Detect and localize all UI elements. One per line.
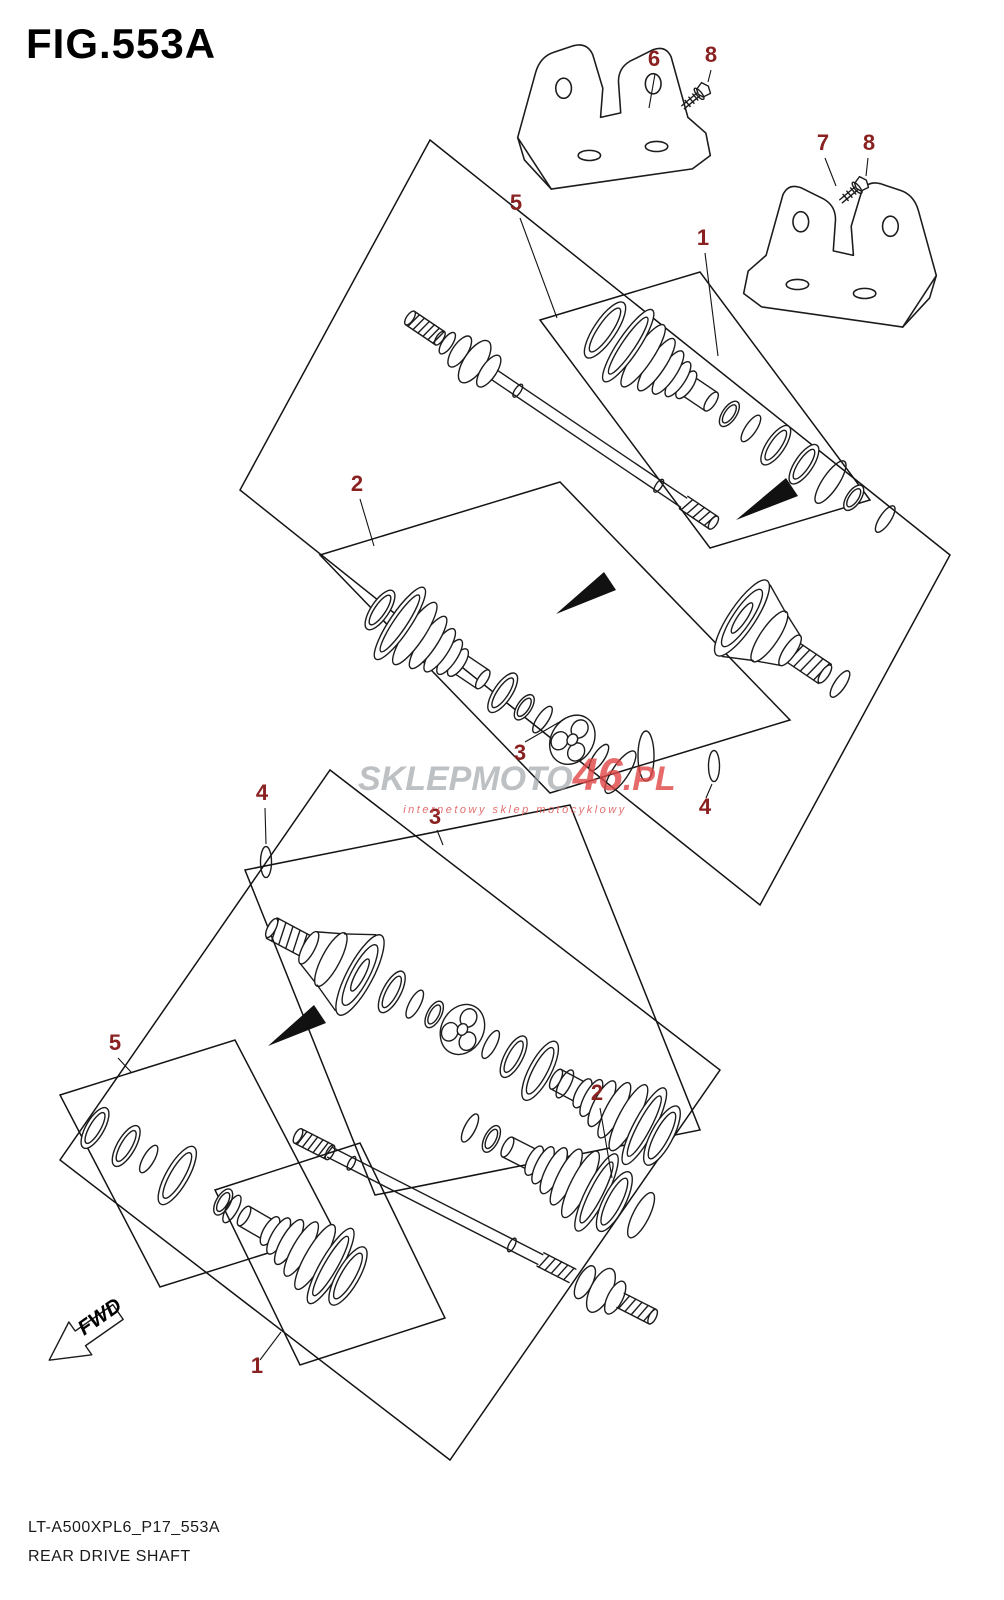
direction-arrow: [268, 1005, 326, 1046]
callout-1b: 1: [251, 1353, 263, 1378]
boot-kit-panel-1-lower: [213, 1142, 447, 1366]
mounting-bracket-7: [742, 182, 938, 328]
footer-part-code: LT-A500XPL6_P17_553A: [28, 1519, 220, 1536]
joint-kit-3-lower: [246, 885, 688, 1171]
callout-4: 4: [699, 794, 712, 819]
callout-3b: 3: [429, 804, 441, 829]
callout-8b: 8: [863, 130, 875, 155]
snap-ring: [457, 1110, 483, 1146]
boot-kit-panel-2-upper: [318, 481, 792, 794]
direction-arrow: [736, 478, 798, 520]
stop-ring: [372, 966, 412, 1018]
callout-4b: 4: [256, 780, 269, 805]
callout-7: 7: [817, 130, 829, 155]
splined-stub: [401, 308, 448, 348]
direction-arrow: [556, 572, 616, 614]
callout-3: 3: [514, 740, 526, 765]
callout-1: 1: [697, 225, 709, 250]
boot-clamp-small: [477, 1122, 505, 1156]
circlip-4: [707, 749, 721, 783]
callout-8: 8: [705, 42, 717, 67]
stop-ring: [106, 1120, 147, 1172]
assembly-box-upper: [239, 138, 951, 907]
leader-lines: [117, 69, 869, 1361]
callout-6: 6: [648, 46, 660, 71]
joint-kit-panel-3-lower: [243, 804, 702, 1196]
rear-drive-shaft-upper: [401, 308, 720, 530]
boot-kit-panel-5-upper: [538, 271, 872, 549]
callout-5: 5: [510, 190, 522, 215]
splined-stub: [290, 1126, 338, 1162]
footer-caption: REAR DRIVE SHAFT: [28, 1548, 191, 1565]
cv-joint-housing-upper: [705, 572, 855, 715]
spacer-ring: [209, 1185, 238, 1219]
stop-ring: [754, 420, 797, 470]
snap-ring: [736, 411, 765, 446]
callout-5b: 5: [109, 1030, 121, 1055]
boot-clamp-large: [150, 1140, 204, 1211]
watermark-brand: SKLEPMOTO46.PL: [358, 749, 676, 800]
callout-2b: 2: [591, 1080, 603, 1105]
assembly-box-lower: [58, 768, 722, 1462]
snap-ring: [135, 1142, 162, 1176]
figure-title: FIG.553A: [26, 20, 216, 67]
fwd-indicator: FWD: [48, 1294, 126, 1361]
snap-ring: [401, 987, 428, 1022]
stop-ring: [782, 439, 825, 490]
boot-clamp-small: [714, 397, 744, 431]
fwd-arrow-icon: [48, 1303, 124, 1361]
callout-2: 2: [351, 471, 363, 496]
rear-drive-shaft-lower: [290, 1126, 659, 1325]
watermark: SKLEPMOTO46.PL internetowy sklep motocyk…: [358, 749, 676, 816]
cv-joint-housing-lower: [246, 885, 394, 1022]
spacer-ring: [839, 481, 869, 515]
mounting-bracket-6: [516, 44, 712, 190]
watermark-tagline: internetowy sklep motocyklowy: [403, 804, 627, 816]
circlip: [871, 502, 900, 536]
spacer-ring: [509, 690, 539, 724]
